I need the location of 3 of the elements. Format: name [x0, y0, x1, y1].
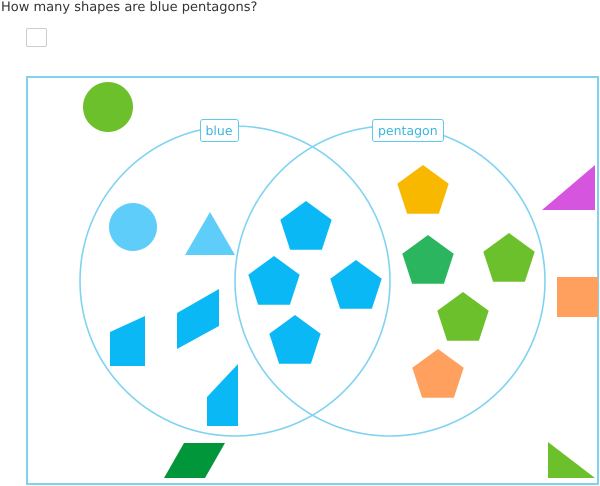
set-label: blue	[200, 118, 239, 142]
set-label: pentagon	[372, 118, 444, 142]
question-text: How many shapes are blue pentagons?	[1, 0, 258, 15]
